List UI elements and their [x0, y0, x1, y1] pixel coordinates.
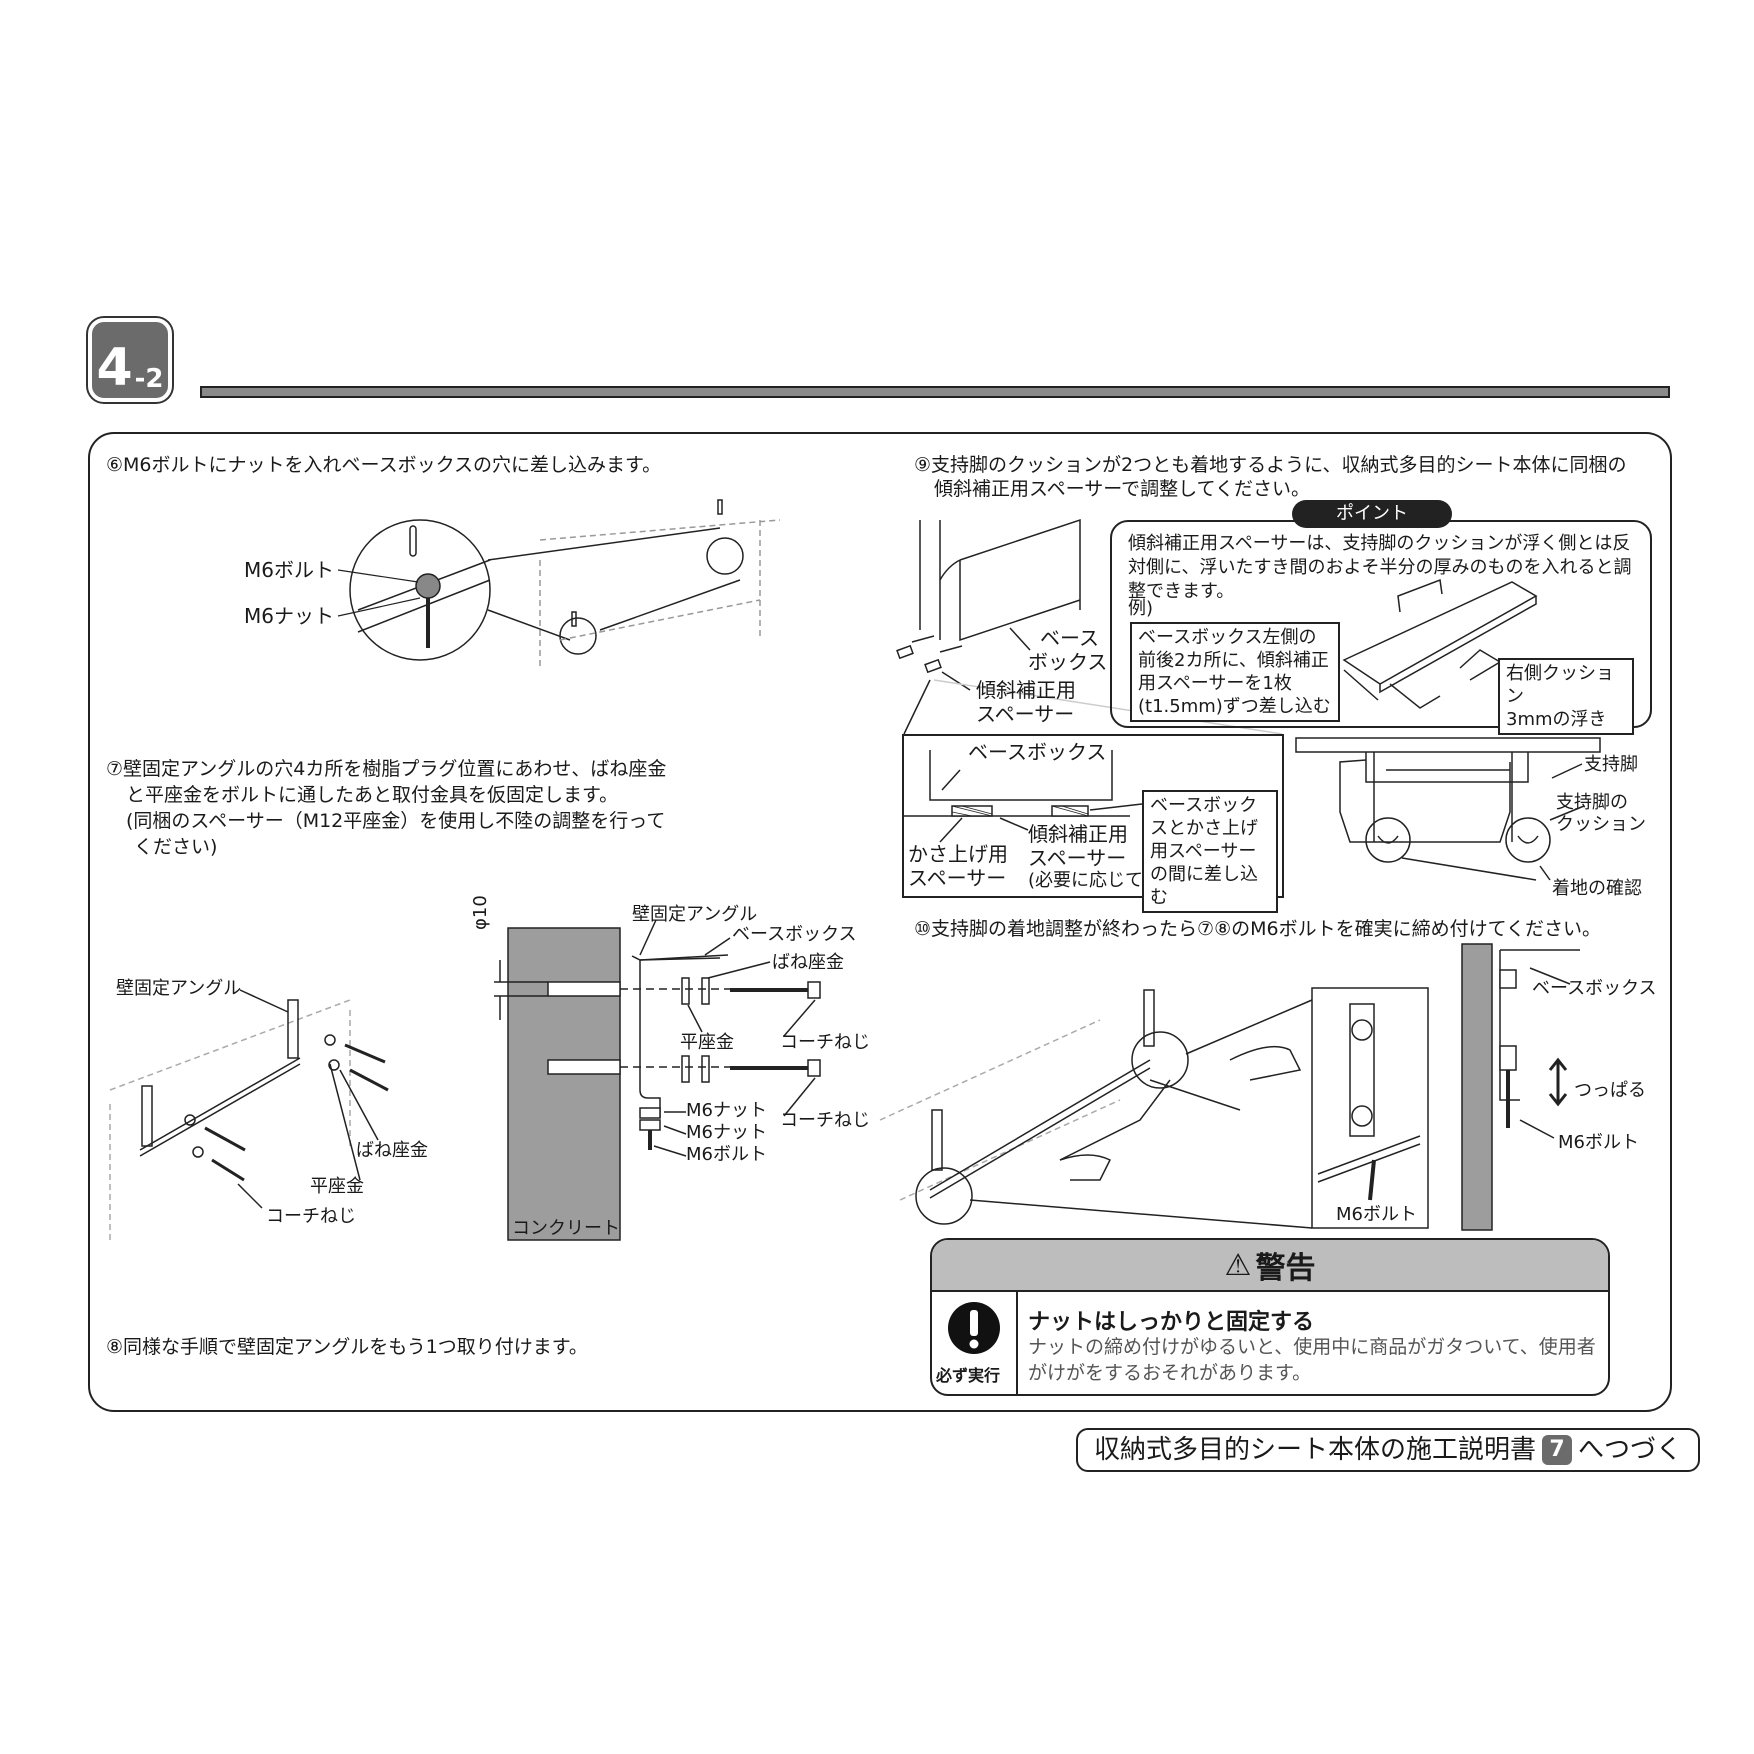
point-note-right-1: 右側クッション: [1506, 663, 1614, 707]
step7-line2: と平座金をボルトに通したあと取付金具を仮固定します。: [126, 784, 619, 806]
label-base-box-9a: ベース: [1040, 626, 1099, 650]
point-tag: ポイント: [1292, 500, 1452, 528]
detail-tilt-spacer-2: スペーサー: [1028, 846, 1127, 870]
label-angle-left: 壁固定アングル: [116, 978, 242, 999]
point-note-right-2: 3mmの浮き: [1506, 709, 1607, 730]
step7-line3: (同梱のスペーサー（M12平座金）を使用し不陸の調整を行って: [126, 810, 666, 832]
label-m6-nut: M6ナット: [244, 604, 334, 628]
point-example: 例): [1128, 598, 1154, 619]
exclamation-icon: [948, 1302, 1000, 1354]
detail-as-needed: (必要に応じて): [1028, 870, 1151, 891]
continuation-box: 収納式多目的シート本体の施工説明書 7 へつづく: [1076, 1428, 1700, 1472]
label-base-box-9b: ボックス: [1028, 650, 1108, 674]
label-m6-bolt-section: M6ボルト: [686, 1144, 767, 1165]
warning-icon-label: 必ず実行: [936, 1366, 1001, 1385]
section-badge: 4-2: [88, 318, 172, 402]
label-base-box-10: ベースボックス: [1532, 978, 1657, 999]
label-m6-nut-2: M6ナット: [686, 1122, 767, 1143]
step10-text: ⑩支持脚の着地調整が終わったら⑦⑧のM6ボルトを確実に締め付けてください。: [914, 918, 1602, 940]
label-m6-nut-1: M6ナット: [686, 1100, 767, 1121]
warning-title: 警告: [1255, 1251, 1316, 1286]
warning-header: ⚠ 警告: [932, 1240, 1608, 1292]
label-spring-washer-section: ばね座金: [772, 952, 844, 973]
point-note-right: 右側クッション 3mmの浮き: [1498, 658, 1634, 735]
header-rule: [200, 386, 1670, 398]
label-spacer-9a: 傾斜補正用: [976, 678, 1076, 702]
label-leg: 支持脚: [1584, 754, 1638, 775]
label-pull: つっぱる: [1574, 1080, 1646, 1101]
label-m6-bolt-inset: M6ボルト: [1336, 1204, 1417, 1225]
point-note-left: ベースボックス左側の前後2カ所に、傾斜補正用スペーサーを1枚(t1.5mm)ずつ…: [1130, 622, 1340, 722]
step8-text: ⑧同様な手順で壁固定アングルをもう1つ取り付けます。: [106, 1336, 588, 1358]
detail-tilt-spacer-1: 傾斜補正用: [1028, 822, 1128, 846]
label-cushion-2: クッション: [1556, 814, 1646, 835]
warning-box: ⚠ 警告 必ず実行 ナットはしっかりと固定する ナットの締め付けがゆるいと、使用…: [930, 1238, 1610, 1396]
label-angle-section: 壁固定アングル: [632, 904, 758, 925]
warning-triangle-icon: ⚠: [1224, 1247, 1252, 1283]
label-spring-washer-left: ばね座金: [356, 1140, 428, 1161]
detail-note: ベースボックスとかさ上げ用スペーサーの間に差し込む: [1142, 790, 1278, 913]
label-coach-screw-left: コーチねじ: [266, 1206, 356, 1227]
step9-line1: ⑨支持脚のクッションが2つとも着地するように、収納式多目的シート本体に同梱の: [914, 454, 1627, 476]
label-flat-washer-left: 平座金: [310, 1176, 364, 1197]
label-base-box-section: ベースボックス: [732, 924, 857, 945]
warning-heading: ナットはしっかりと固定する: [1028, 1310, 1315, 1335]
label-m6-bolt: M6ボルト: [244, 558, 334, 582]
label-concrete: コンクリート: [512, 1218, 620, 1239]
label-coach-screw-1: コーチねじ: [780, 1032, 870, 1053]
section-number: 4: [96, 338, 133, 398]
point-text: 傾斜補正用スペーサーは、支持脚のクッションが浮く側とは反対側に、浮いたすき間のお…: [1128, 533, 1632, 602]
content-panel: [88, 432, 1672, 1412]
label-spacer-9b: スペーサー: [976, 702, 1075, 726]
warning-icon-cell: 必ず実行: [932, 1292, 1018, 1394]
continuation-prefix: 収納式多目的シート本体の施工説明書: [1093, 1435, 1536, 1465]
label-flat-washer-section: 平座金: [680, 1032, 734, 1053]
step7-line1: ⑦壁固定アングルの穴4カ所を樹脂プラグ位置にあわせ、ばね座金: [106, 758, 667, 780]
label-coach-screw-2: コーチねじ: [780, 1110, 870, 1131]
continuation-suffix: へつづく: [1578, 1435, 1683, 1465]
step7-line4: ください): [134, 836, 218, 858]
spacer-detail-box: [902, 734, 1284, 898]
step6-text: ⑥M6ボルトにナットを入れベースボックスの穴に差し込みます。: [106, 454, 662, 476]
detail-base-box: ベースボックス: [968, 740, 1107, 764]
detail-lift-spacer-1: かさ上げ用: [908, 842, 1008, 866]
label-m6-bolt-10: M6ボルト: [1558, 1132, 1639, 1153]
label-landing: 着地の確認: [1552, 878, 1642, 899]
section-subnumber: -2: [134, 364, 164, 394]
detail-lift-spacer-2: スペーサー: [908, 866, 1007, 890]
warning-body: ナットの締め付けがゆるいと、使用中に商品がガタついて、使用者がけがをするおそれが…: [1028, 1336, 1596, 1384]
continuation-page: 7: [1542, 1435, 1572, 1465]
label-cushion-1: 支持脚の: [1556, 792, 1628, 813]
step9-line2: 傾斜補正用スペーサーで調整してください。: [934, 478, 1311, 500]
